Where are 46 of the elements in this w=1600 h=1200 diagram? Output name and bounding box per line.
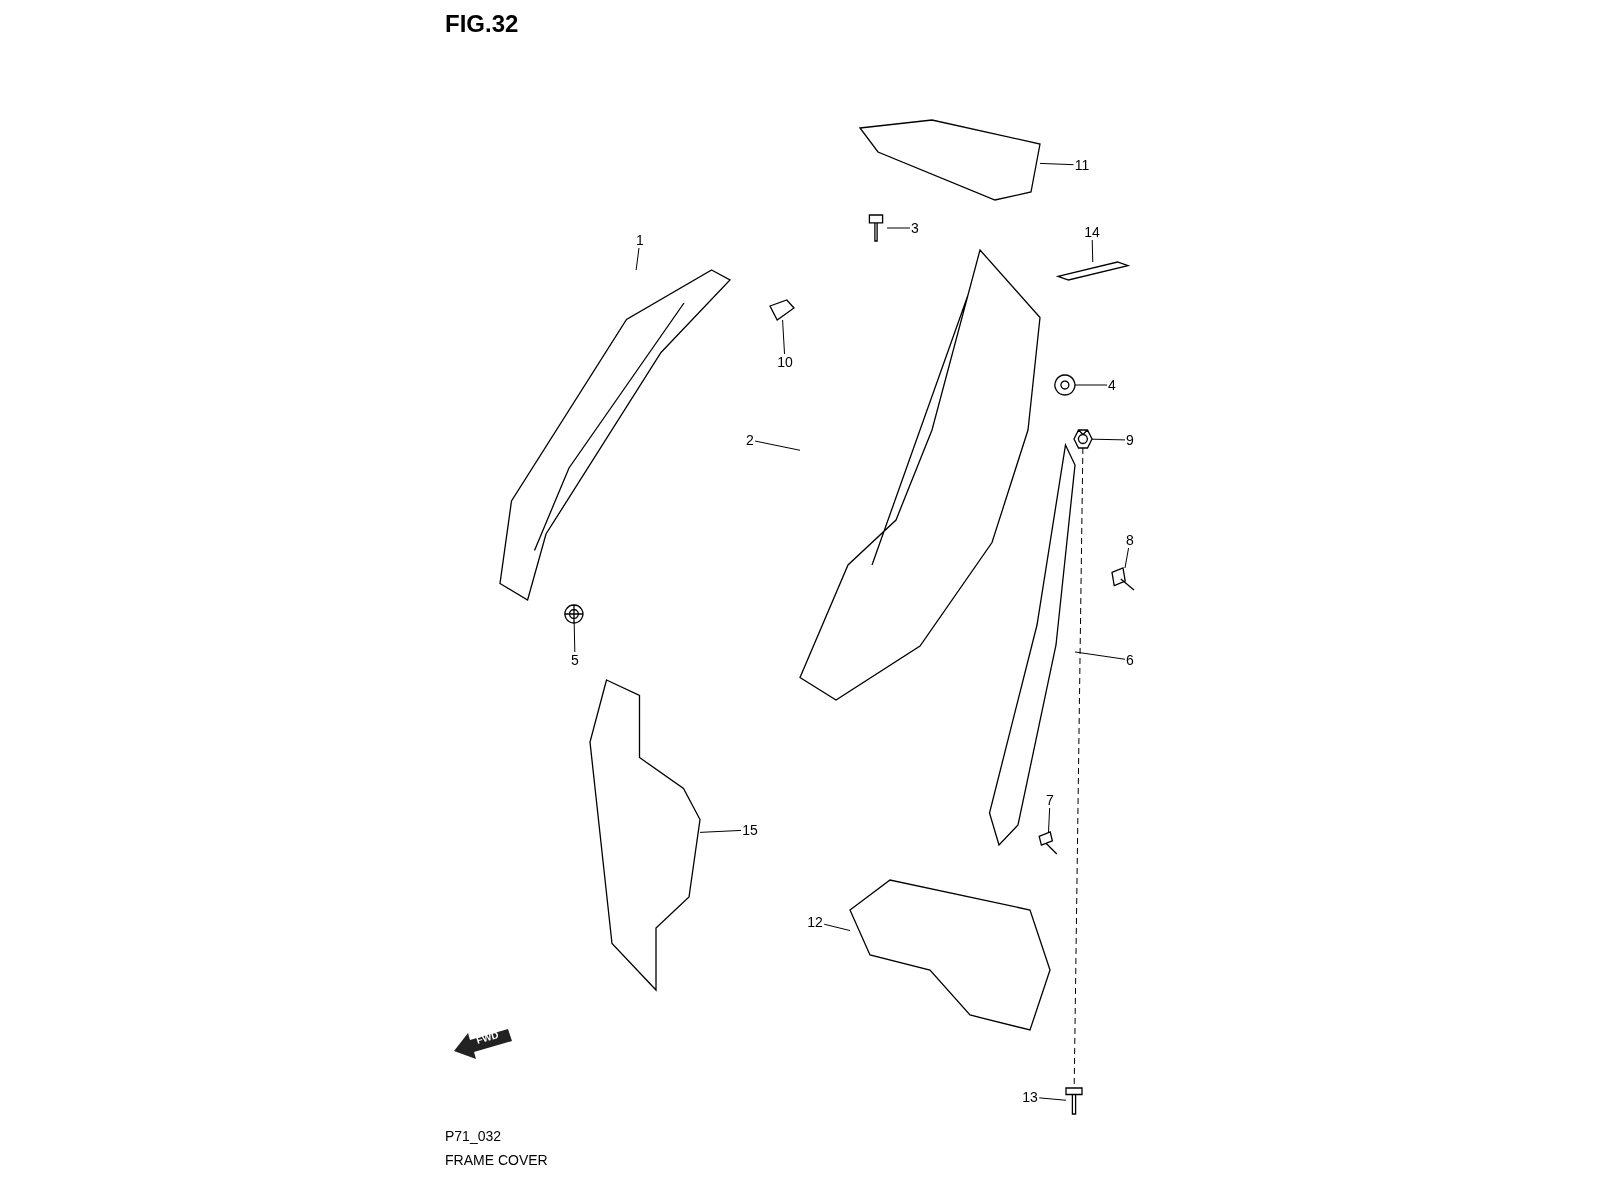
- callout-number: 12: [806, 914, 824, 930]
- callout-number: 8: [1125, 532, 1135, 548]
- leader-line: [699, 829, 742, 833]
- leader-line: [635, 247, 640, 271]
- callout-number: 13: [1021, 1089, 1039, 1105]
- leader-line: [754, 440, 801, 451]
- top-cover-drawing: [860, 120, 1040, 200]
- clip-drawing: [565, 605, 583, 623]
- callout-number: 6: [1125, 652, 1135, 668]
- callout-number: 15: [741, 822, 759, 838]
- figure-caption: FRAME COVER: [445, 1152, 548, 1168]
- screw-drawing: [1112, 568, 1134, 590]
- lower-cover-drawing: [850, 880, 1050, 1030]
- screw-drawing: [1066, 1088, 1082, 1114]
- leader-line: [1038, 1097, 1067, 1101]
- side-panel-drawing: [800, 250, 1040, 700]
- leader-line: [1048, 807, 1051, 833]
- leader-line: [782, 319, 786, 355]
- callout-number: 9: [1125, 432, 1135, 448]
- callout-number: 3: [910, 220, 920, 236]
- rubber-strip-drawing: [1058, 262, 1128, 280]
- callout-number: 14: [1083, 224, 1101, 240]
- callout-number: 1: [635, 232, 645, 248]
- figure-title: FIG.32: [445, 10, 519, 38]
- leader-line: [1091, 239, 1094, 263]
- leader-line: [1091, 438, 1126, 441]
- callout-number: 4: [1107, 377, 1117, 393]
- callout-number: 2: [745, 432, 755, 448]
- leader-line: [886, 227, 911, 229]
- grommet-drawing: [1055, 375, 1075, 395]
- clip-drawing: [770, 300, 794, 320]
- nut-drawing: [1074, 430, 1092, 448]
- plate-drawing: [590, 680, 700, 990]
- side-cover-drawing: [500, 270, 730, 600]
- leader-line: [1039, 162, 1075, 166]
- callout-number: 11: [1073, 157, 1091, 173]
- callout-number: 7: [1045, 792, 1055, 808]
- leader-line: [1074, 651, 1126, 660]
- screw-drawing: [1037, 832, 1059, 854]
- leader-line: [1074, 384, 1108, 386]
- drawing-code: P71_032: [445, 1128, 502, 1144]
- leader-line: [573, 622, 576, 653]
- leader-line: [1124, 547, 1130, 569]
- callout-number: 10: [776, 354, 794, 370]
- callout-number: 5: [570, 652, 580, 668]
- leader-line: [823, 923, 851, 932]
